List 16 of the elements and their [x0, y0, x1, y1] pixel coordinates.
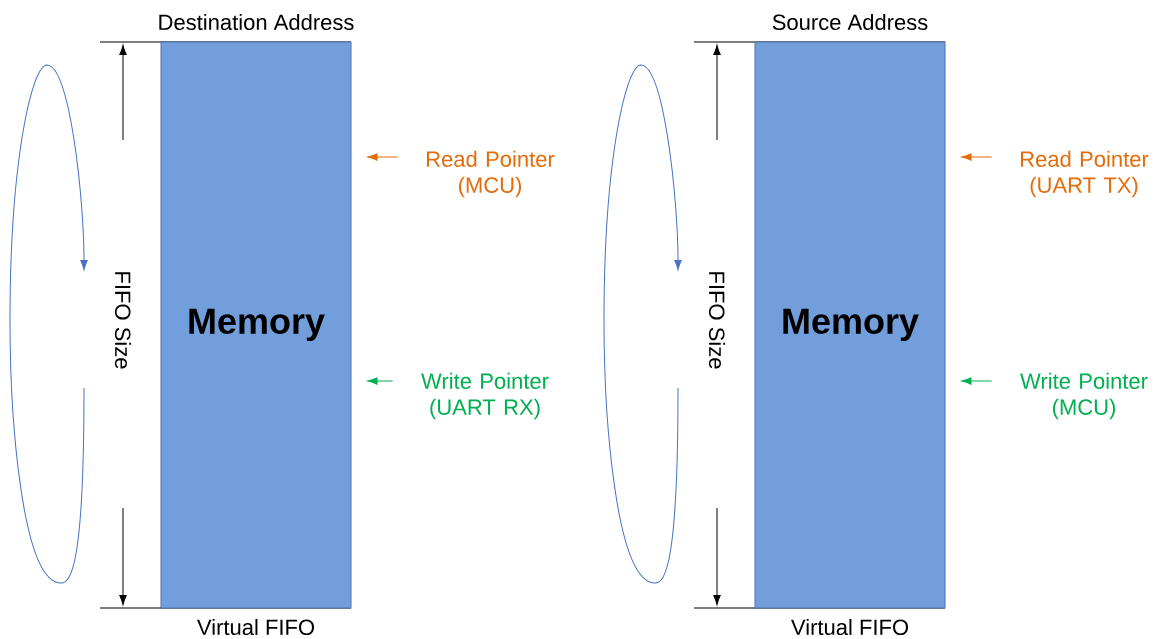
caption-label: Virtual FIFO — [791, 618, 909, 636]
dimension-label: FIFO Size — [112, 267, 134, 373]
pointer-label: Write Pointer (MCU) — [1020, 372, 1148, 420]
dimension-label: FIFO Size — [706, 267, 728, 373]
arrow — [367, 377, 394, 385]
arrow — [961, 377, 993, 385]
memory-block: Memory — [160, 41, 352, 609]
address-label: Source Address — [772, 13, 928, 31]
address-label: Destination Address — [159, 13, 354, 31]
pointer-label: Read Pointer (MCU) — [427, 150, 555, 198]
arrow — [961, 153, 993, 161]
memory-block: Memory — [754, 41, 946, 609]
caption-label: Virtual FIFO — [197, 618, 314, 636]
pointer-label: Read Pointer (UART TX) — [1021, 150, 1149, 198]
pointer-label: Write Pointer (UART RX) — [421, 372, 549, 420]
arrow — [367, 153, 399, 161]
